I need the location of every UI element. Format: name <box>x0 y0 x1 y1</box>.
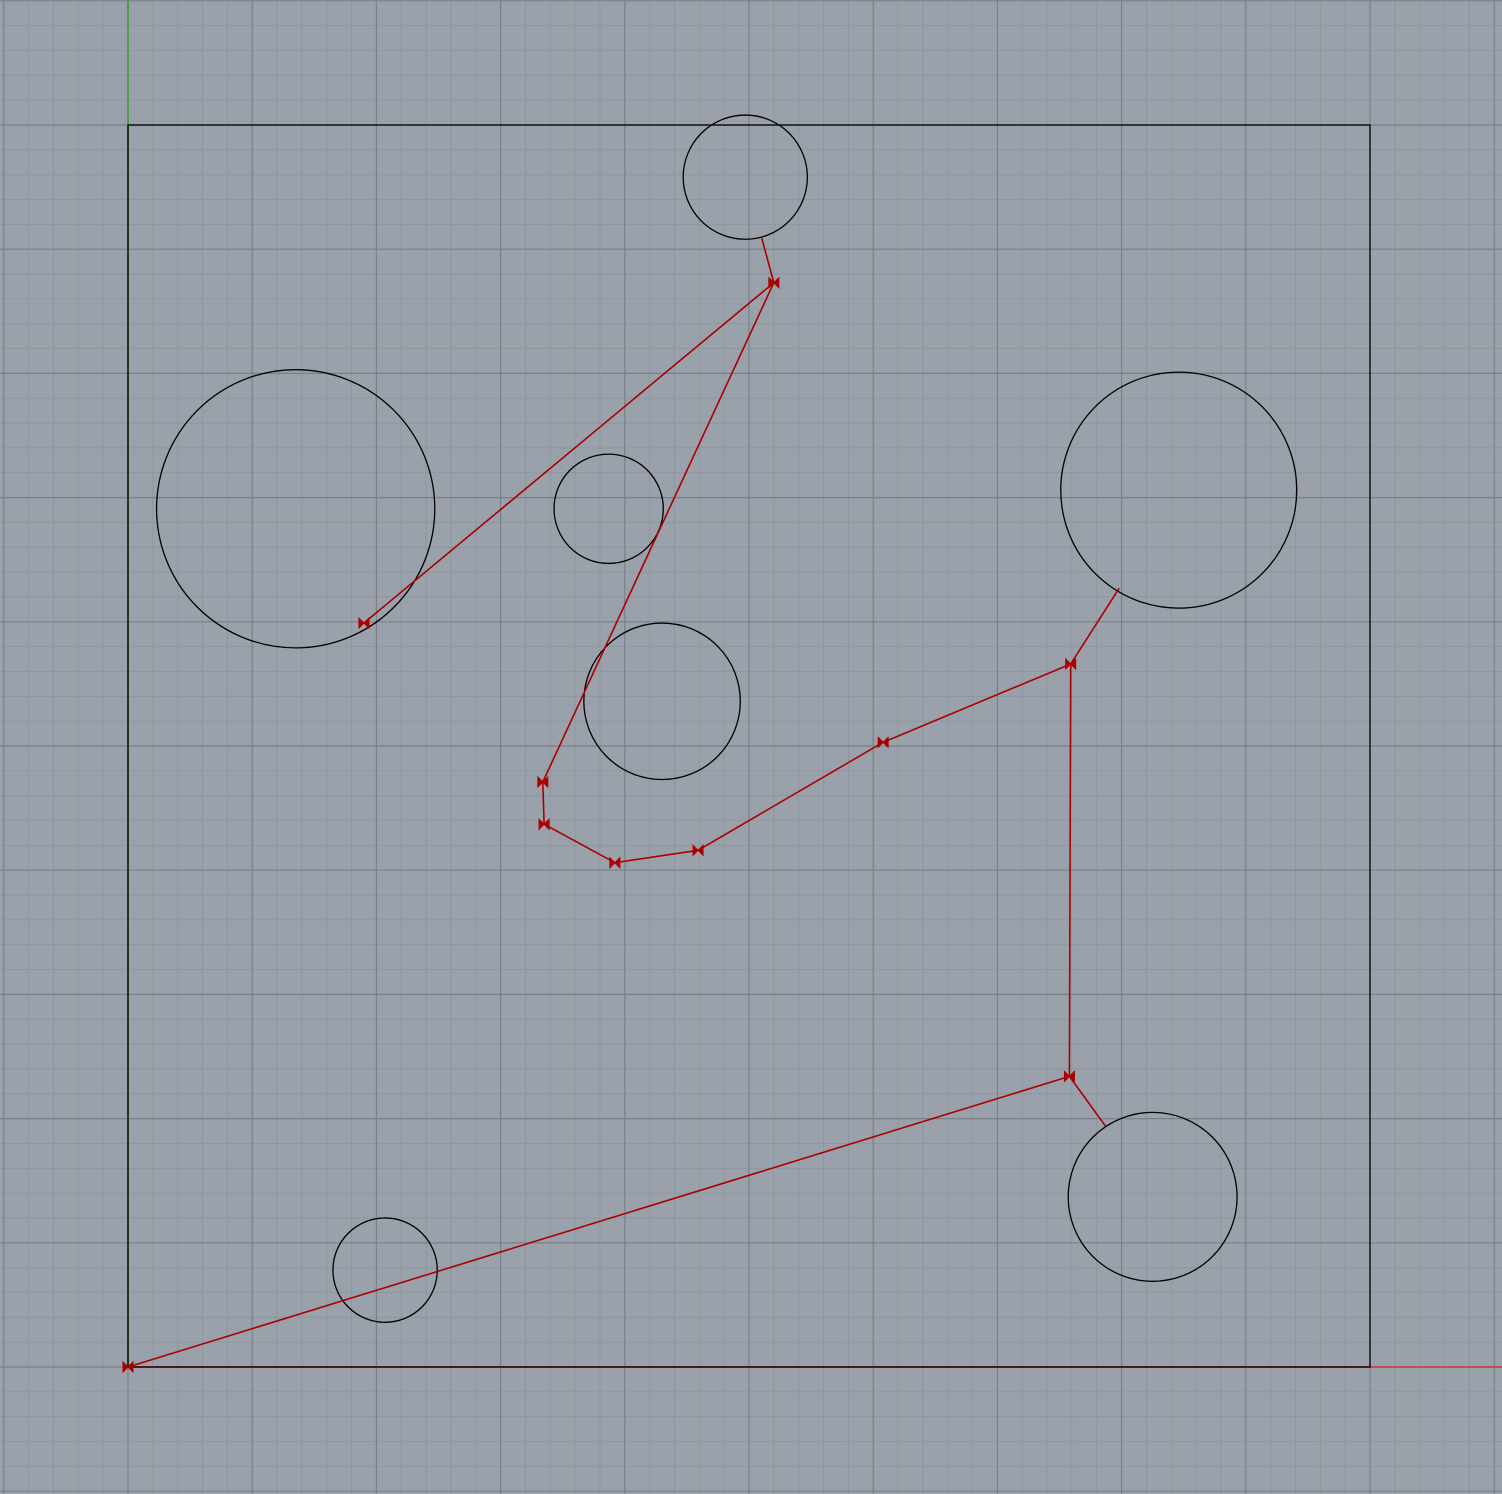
obstacle-circles[interactable] <box>155 114 1298 1323</box>
obstacle-circle[interactable] <box>1067 1111 1238 1282</box>
obstacle-circle[interactable] <box>332 1217 438 1323</box>
connector-line[interactable] <box>1070 587 1120 665</box>
tool-path[interactable] <box>127 281 1072 1368</box>
path-vertex-marker[interactable] <box>692 844 704 857</box>
path-vertex-marker[interactable] <box>609 856 621 869</box>
path-polyline[interactable] <box>127 281 1072 1368</box>
obstacle-circle[interactable] <box>553 453 664 565</box>
path-vertex-marker[interactable] <box>537 775 549 789</box>
path-vertex-marker[interactable] <box>1063 1070 1075 1083</box>
connector-line[interactable] <box>760 236 775 283</box>
path-vertex-marker[interactable] <box>358 616 370 630</box>
path-vertex-marker[interactable] <box>877 736 889 749</box>
boundary-rect[interactable] <box>127 124 1371 1368</box>
connector-line[interactable] <box>1068 1075 1107 1127</box>
obstacle-circle[interactable] <box>682 114 809 240</box>
path-vertex-marker[interactable] <box>122 1360 134 1374</box>
path-vertex-marker[interactable] <box>538 818 550 831</box>
path-vertex-marker[interactable] <box>1065 657 1077 671</box>
obstacle-circle[interactable] <box>1060 371 1298 609</box>
obstacle-circle[interactable] <box>583 622 741 781</box>
path-vertex-markers[interactable] <box>122 276 1077 1374</box>
connector-lines[interactable] <box>760 236 1120 1127</box>
path-vertex-marker[interactable] <box>768 276 780 289</box>
obstacle-circle[interactable] <box>155 369 436 649</box>
boundary-rectangle[interactable] <box>127 124 1371 1368</box>
